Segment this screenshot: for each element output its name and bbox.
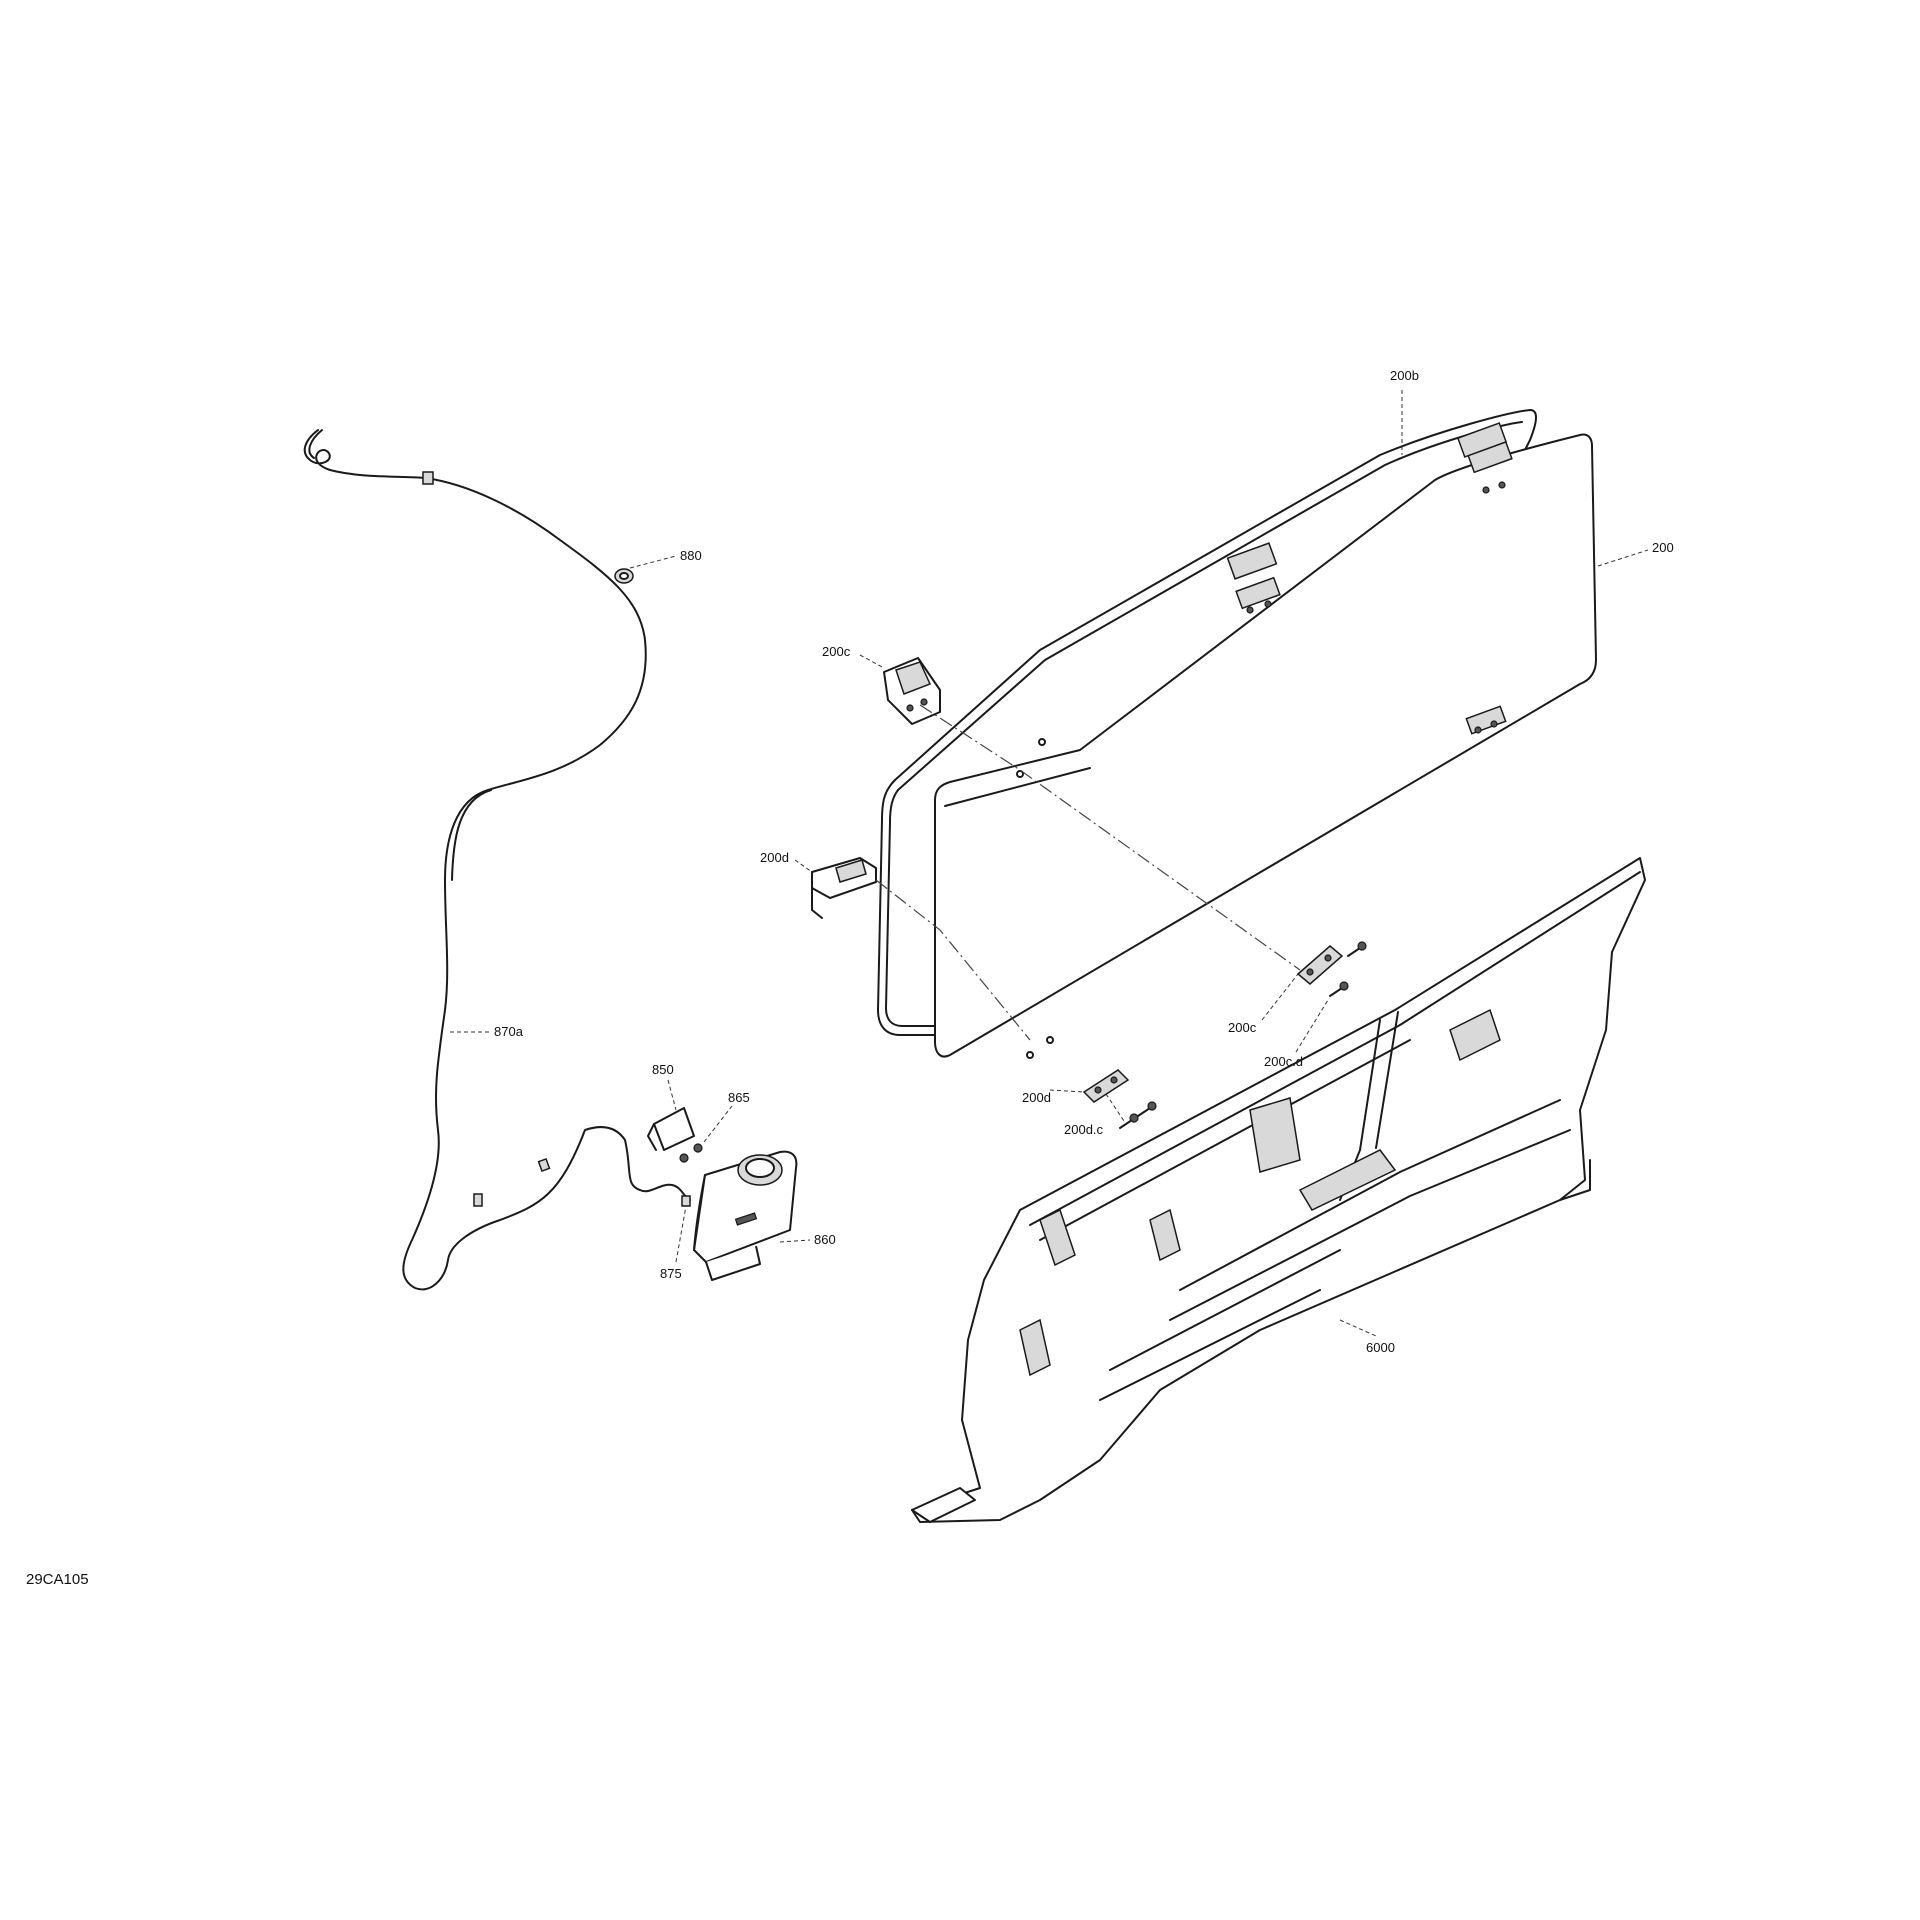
leader-850 <box>667 1079 677 1111</box>
callout-870a: 870a <box>494 1024 524 1039</box>
leader-860 <box>779 1239 811 1243</box>
hinge-plate-200d-lower <box>1082 1069 1130 1103</box>
screws-200c-d <box>1329 941 1367 997</box>
callout-865: 865 <box>728 1090 750 1105</box>
callout-860: 860 <box>814 1232 836 1247</box>
callout-850: 850 <box>652 1062 674 1077</box>
fitting-875 <box>681 1195 691 1207</box>
leader-875 <box>675 1205 687 1263</box>
callout-200b: 200b <box>1390 368 1419 383</box>
hose-clip-icon <box>473 1193 483 1207</box>
washer-reservoir-860 <box>693 1150 798 1281</box>
hinge-plate-200c-lower <box>1296 945 1344 985</box>
hinge-bracket-200d <box>811 857 877 919</box>
callout-200: 200 <box>1652 540 1674 555</box>
assembly-axis-200d <box>875 879 1031 1041</box>
leader-200d-top <box>794 859 813 873</box>
callout-6000: 6000 <box>1366 1340 1395 1355</box>
screws-865 <box>679 1143 703 1163</box>
leader-865 <box>703 1105 733 1143</box>
fitting-880 <box>614 568 634 584</box>
assembly-axis-200c <box>919 704 1301 971</box>
reservoir-bracket-850 <box>647 1107 695 1151</box>
leader-200 <box>1597 549 1649 567</box>
leader-880 <box>629 555 677 569</box>
callout-200c-d: 200c.d <box>1264 1054 1303 1069</box>
rear-panel-6000 <box>911 857 1646 1523</box>
screws-200d-c <box>1119 1101 1157 1129</box>
hinge-bracket-200c <box>883 657 941 725</box>
hose-clip-icon <box>422 471 434 485</box>
leader-200d-low <box>1049 1089 1085 1093</box>
callout-200c-top: 200c <box>822 644 851 659</box>
leader-200c-top <box>859 654 885 669</box>
callout-200d-low: 200d <box>1022 1090 1051 1105</box>
leader-200c-d <box>1295 999 1329 1053</box>
callout-880: 880 <box>680 548 702 563</box>
figure-id: 29CA105 <box>26 1571 89 1588</box>
washer-hose-870a <box>303 429 691 1291</box>
leader-6000 <box>1339 1319 1377 1337</box>
leader-200d-c <box>1105 1093 1127 1125</box>
callout-875: 875 <box>660 1266 682 1281</box>
leader-200c-low <box>1261 973 1299 1021</box>
panel-200 <box>877 409 1597 1059</box>
callout-200c-low: 200c <box>1228 1020 1257 1035</box>
callout-200d-top: 200d <box>760 850 789 865</box>
hose-clip-icon <box>537 1157 551 1173</box>
callout-200d-c: 200d.c <box>1064 1122 1104 1137</box>
